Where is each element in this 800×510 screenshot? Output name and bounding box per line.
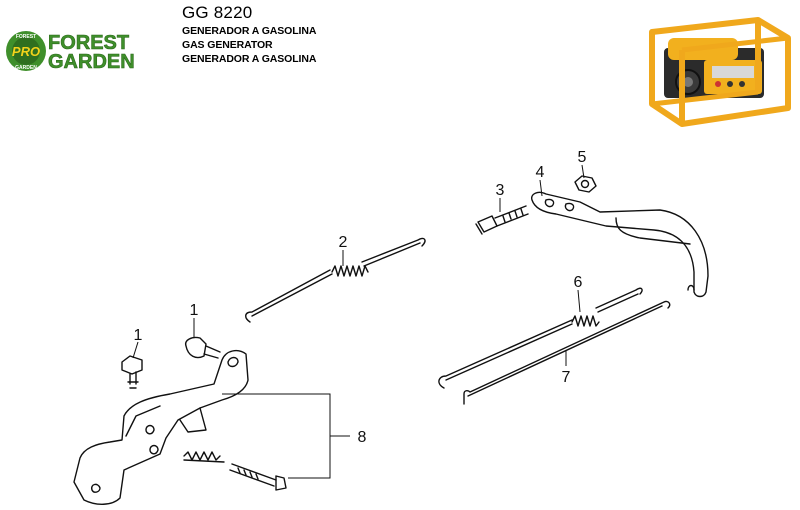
part-1-bolt-middle	[185, 336, 221, 359]
part-6-rod-spring	[438, 287, 643, 389]
logo-word-garden: GARDEN	[48, 51, 135, 73]
callout-3: 3	[496, 182, 505, 199]
callout-1-left: 1	[134, 327, 143, 344]
part-1-bolt-left	[121, 355, 143, 389]
callout-5: 5	[578, 149, 587, 166]
part-7-rod	[463, 300, 671, 405]
subtitle-es-2: GENERADOR A GASOLINA	[182, 53, 317, 65]
model-title: GG 8220	[182, 3, 253, 22]
part-2-spring-rod	[245, 237, 426, 323]
logo-word-forest: FOREST	[48, 32, 129, 54]
header-block: GG 8220 GENERADOR A GASOLINA GAS GENERAT…	[182, 2, 316, 66]
subtitle-en: GAS GENERATOR	[182, 39, 273, 51]
brand-logo: FOREST GARDEN PRO FOREST GARDEN	[6, 31, 135, 73]
callout-7: 7	[562, 369, 571, 386]
part-3-screw	[475, 205, 529, 235]
part-4-bracket-arm	[531, 191, 709, 298]
callout-8: 8	[358, 429, 367, 446]
callout-2: 2	[339, 234, 348, 251]
logo-badge-text: PRO	[12, 44, 40, 59]
generator-product-image	[649, 17, 791, 127]
callout-6: 6	[574, 274, 583, 291]
part-8-lever-assembly	[73, 349, 287, 505]
callout-1-middle: 1	[190, 302, 199, 319]
logo-ring-top: FOREST	[16, 34, 36, 40]
callout-4: 4	[536, 164, 545, 181]
subtitle-es: GENERADOR A GASOLINA	[182, 25, 317, 37]
part-5-nut	[574, 175, 597, 193]
leader-lines	[132, 164, 585, 479]
logo-ring-bottom: GARDEN	[15, 65, 37, 71]
